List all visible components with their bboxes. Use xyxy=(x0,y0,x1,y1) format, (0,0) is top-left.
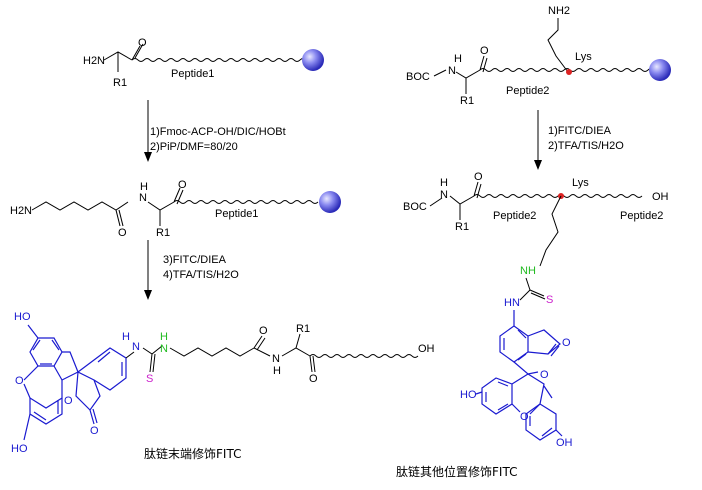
right-step-line2: 2)TFA/TIS/H2O xyxy=(548,140,624,152)
right-prod-peptide-left: Peptide2 xyxy=(493,210,536,222)
left-prod-ho-top: HO xyxy=(14,311,31,323)
right-prod-n-green: N xyxy=(520,265,528,277)
right-start-nh2: NH2 xyxy=(548,5,570,17)
right-prod-oh-right: OH xyxy=(556,437,573,449)
left-int-amine: H2N xyxy=(10,205,32,217)
left-start-amine: H2N xyxy=(83,55,105,67)
left-fluorescein-core: HO O HO O O xyxy=(11,311,127,455)
right-start-h: H xyxy=(454,53,462,65)
right-start-resin-bead xyxy=(649,59,671,81)
right-prod-ho-left: HO xyxy=(460,389,477,401)
right-start-n: N xyxy=(448,65,456,77)
right-product: BOC H N R1 O Lys Peptide2 OH Peptide2 N … xyxy=(403,171,669,449)
left-prod-o-lactone: O xyxy=(64,395,73,407)
left-prod-oh-end: OH xyxy=(418,343,435,355)
right-start-o: O xyxy=(480,45,489,57)
left-prod-o-amide1: O xyxy=(259,325,268,337)
right-prod-s: S xyxy=(546,294,553,306)
left-arrow-2: 3)FITC/DIEA 4)TFA/TIS/H2O xyxy=(144,240,239,300)
right-start-lys-label: Lys xyxy=(575,51,592,63)
left-step-b-line1: 3)FITC/DIEA xyxy=(163,254,227,266)
left-int-peptide-label: Peptide1 xyxy=(215,208,258,220)
left-step-a-line1: 1)Fmoc-ACP-OH/DIC/HOBt xyxy=(150,126,286,138)
right-prod-n: N xyxy=(440,189,448,201)
left-start-peptide-label: Peptide1 xyxy=(171,68,214,80)
left-prod-h3: H xyxy=(273,365,281,377)
left-prod-o-ring: O xyxy=(15,375,24,387)
left-prod-peptide-chain xyxy=(309,354,419,358)
right-fluorescein-core: O O HO O OH xyxy=(460,310,573,449)
left-prod-ho-bottom: HO xyxy=(11,443,28,455)
left-prod-o-carbonyl: O xyxy=(90,425,99,437)
left-start-r-group: R1 xyxy=(113,77,127,89)
left-prod-h2: H xyxy=(160,331,168,343)
left-product: HO O HO O O N H S H N O xyxy=(11,311,435,455)
left-arrow-1: 1)Fmoc-ACP-OH/DIC/HOBt 2)PiP/DMF=80/20 xyxy=(144,100,286,162)
right-prod-peptide-right: Peptide2 xyxy=(620,210,663,222)
right-prod-o-carbonyl: O xyxy=(562,337,571,349)
left-start-carbonyl-o: O xyxy=(138,37,147,49)
left-prod-n1: N xyxy=(132,341,140,353)
left-int-resin-bead xyxy=(319,191,341,213)
right-prod-h-blue: H xyxy=(504,297,512,309)
left-start-material: H2N R1 O Peptide1 xyxy=(83,37,324,89)
left-step-b-line2: 4)TFA/TIS/H2O xyxy=(163,269,239,281)
right-start-lys-marker xyxy=(566,69,572,75)
left-prod-r-group: R1 xyxy=(296,323,310,335)
left-int-carbonyl-o2: O xyxy=(178,179,187,191)
right-prod-oh-end: OH xyxy=(652,191,669,203)
left-int-carbonyl-o1: O xyxy=(118,227,127,239)
left-prod-n2: N xyxy=(160,343,168,355)
left-int-r-group: R1 xyxy=(156,227,170,239)
left-start-resin-bead xyxy=(302,49,324,71)
right-prod-boc: BOC xyxy=(403,201,427,213)
left-int-n: N xyxy=(139,192,147,204)
right-start-peptide-chain xyxy=(479,68,655,72)
left-intermediate: H2N O H N R1 O Peptide1 xyxy=(10,179,341,239)
right-prod-h-green: H xyxy=(528,265,536,277)
right-start-material: NH2 BOC H N R1 O Lys Peptide2 xyxy=(406,5,671,107)
left-int-peptide-chain xyxy=(173,200,319,204)
right-start-boc: BOC xyxy=(406,71,430,83)
right-start-r-group: R1 xyxy=(460,95,474,107)
right-prod-h: H xyxy=(440,177,448,189)
right-step-line1: 1)FITC/DIEA xyxy=(548,125,612,137)
left-start-peptide-chain xyxy=(131,58,307,62)
left-prod-n3: N xyxy=(272,353,280,365)
right-prod-n-blue: N xyxy=(512,297,520,309)
right-prod-lys-label: Lys xyxy=(572,177,589,189)
left-caption: 肽链末端修饰FITC xyxy=(144,446,241,461)
left-prod-o-amide2: O xyxy=(309,373,318,385)
left-prod-h1: H xyxy=(122,331,130,343)
left-int-h: H xyxy=(140,181,148,193)
right-caption: 肽链其他位置修饰FITC xyxy=(396,464,517,479)
right-arrow: 1)FITC/DIEA 2)TFA/TIS/H2O xyxy=(534,110,624,170)
left-prod-s: S xyxy=(146,373,153,385)
right-prod-r-group: R1 xyxy=(455,221,469,233)
right-prod-o: O xyxy=(474,171,483,183)
right-start-peptide-label: Peptide2 xyxy=(506,85,549,97)
left-step-a-line2: 2)PiP/DMF=80/20 xyxy=(150,141,238,153)
right-prod-o-lactone: O xyxy=(540,369,549,381)
right-prod-o-ring: O xyxy=(520,411,529,423)
